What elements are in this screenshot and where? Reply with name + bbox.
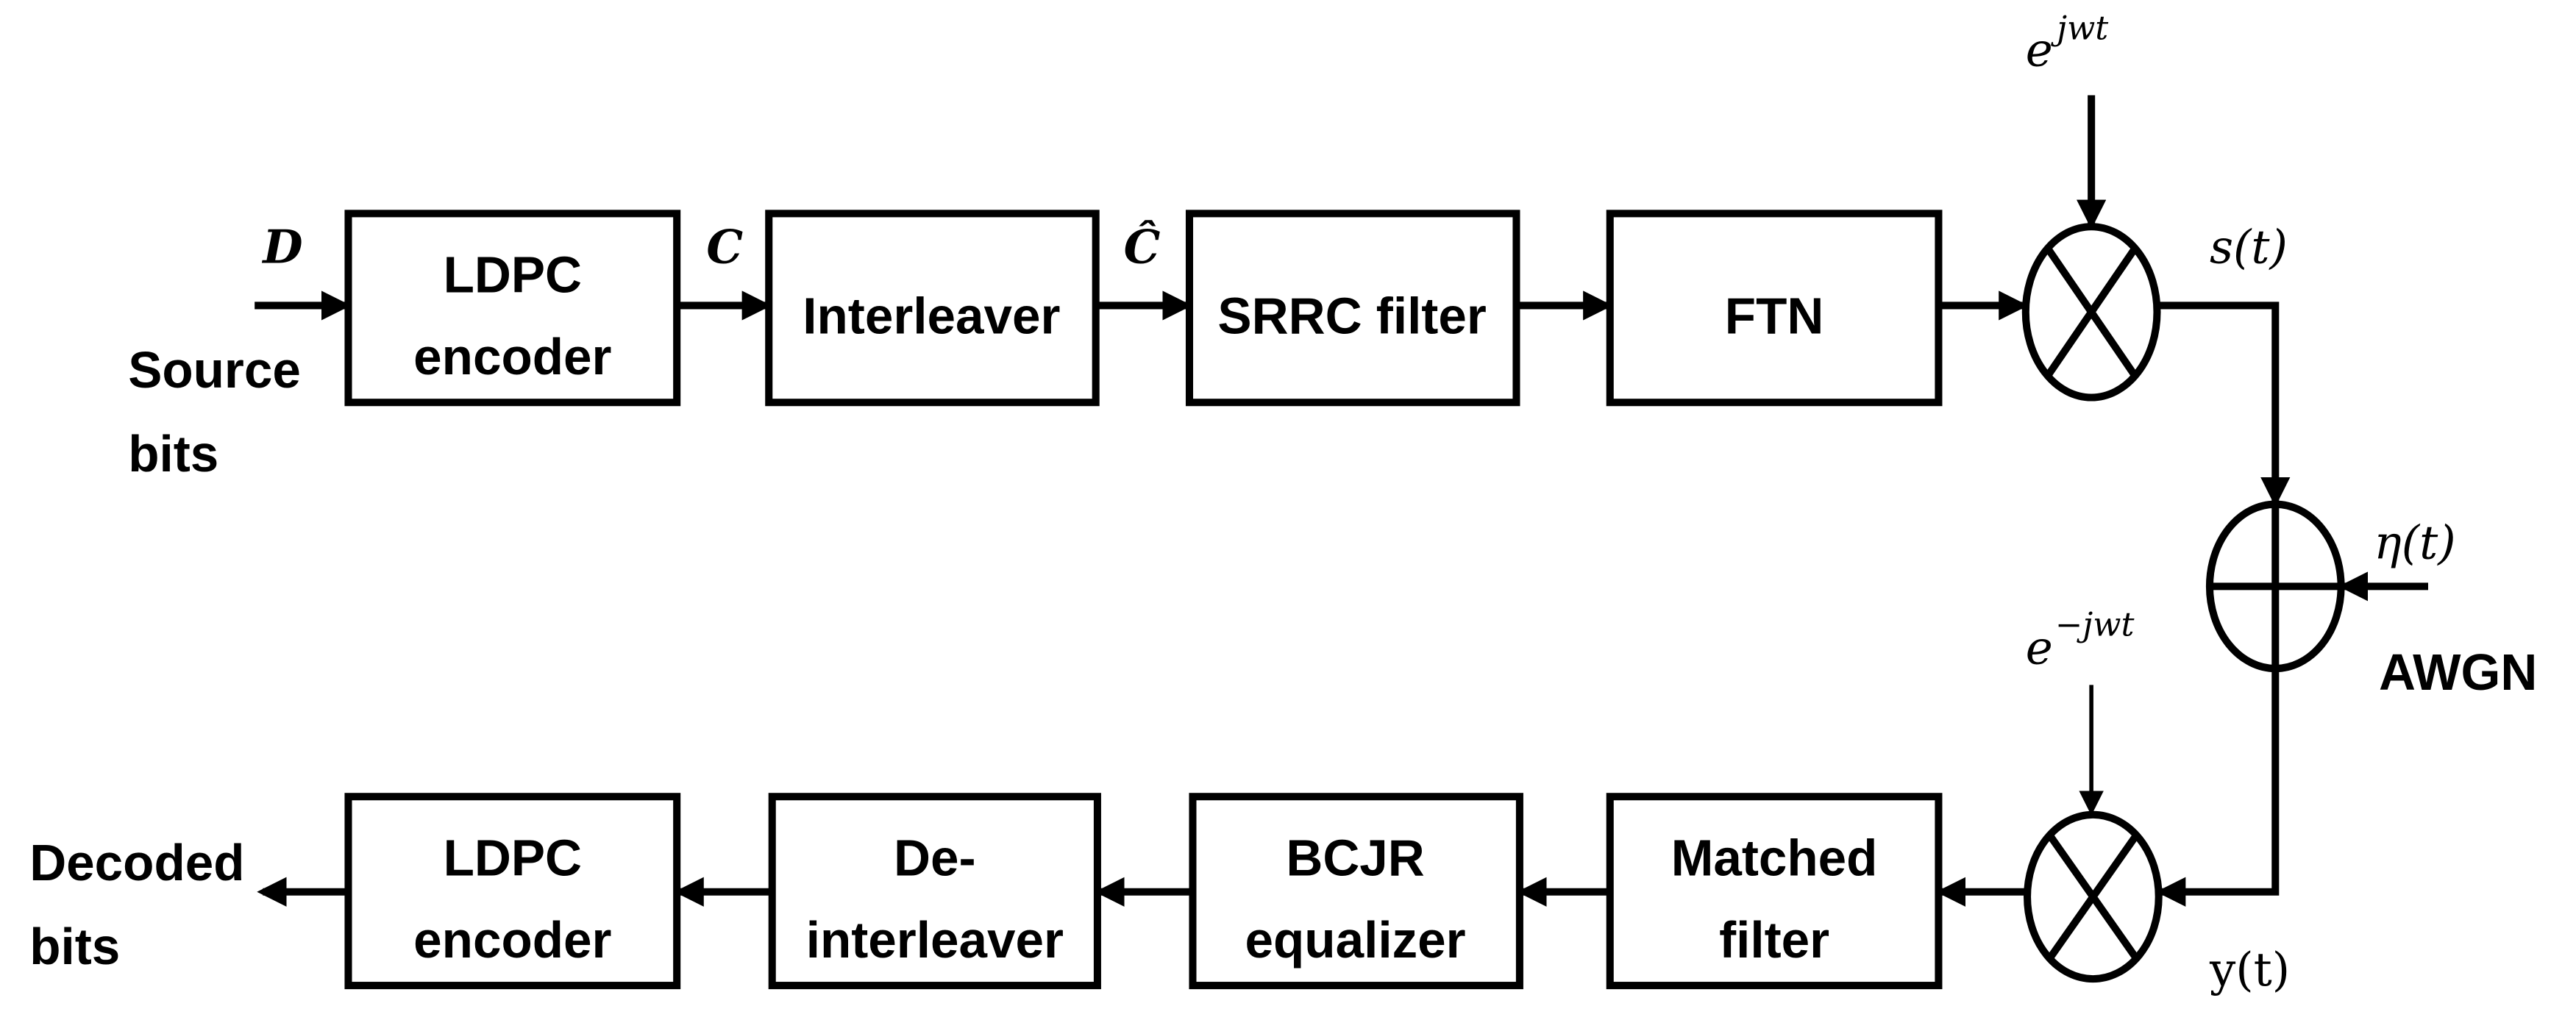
y-t-label: y(t) bbox=[2209, 943, 2290, 996]
ldpc-encoder-block: LDPC encoder bbox=[344, 210, 681, 407]
signal-arrows bbox=[255, 95, 2428, 907]
carrier-exponent: jwt bbox=[2050, 10, 2109, 48]
deinterleaver-block: De- interleaver bbox=[768, 793, 1101, 990]
eta-t-label: η(t) bbox=[2374, 516, 2455, 569]
block-label: De- bbox=[894, 829, 976, 886]
decoded-label: Decoded bbox=[29, 834, 244, 891]
d-label: D bbox=[261, 219, 302, 274]
ftn-block: FTN bbox=[1606, 210, 1943, 407]
source-label: bits bbox=[128, 425, 218, 482]
mixer-top-icon bbox=[2021, 223, 2161, 402]
block-label: FTN bbox=[1725, 287, 1824, 344]
bcjr-equalizer-block: BCJR equalizer bbox=[1189, 793, 1523, 990]
decoded-label: bits bbox=[29, 918, 120, 975]
carrier-base: e bbox=[2026, 621, 2053, 674]
block-label: LDPC bbox=[444, 829, 582, 886]
carrier-conj-label: e −jwt bbox=[2026, 605, 2135, 674]
c-hat-label: Ĉ bbox=[1124, 219, 1161, 274]
matched-filter-block: Matched filter bbox=[1606, 793, 1943, 990]
block-label: filter bbox=[1719, 911, 1829, 969]
block-label: Matched bbox=[1671, 829, 1878, 886]
srrc-filter-block: SRRC filter bbox=[1185, 210, 1520, 407]
carrier-base: e bbox=[2026, 23, 2053, 76]
source-label: Source bbox=[128, 341, 301, 399]
mixer-bottom-icon bbox=[2024, 810, 2163, 983]
block-label: SRRC filter bbox=[1217, 287, 1486, 344]
s-t-label: s(t) bbox=[2210, 220, 2288, 274]
ldpc-decoder-block: LDPC encoder bbox=[344, 793, 681, 990]
block-label: encoder bbox=[413, 328, 611, 385]
carrier-exponent: −jwt bbox=[2055, 605, 2135, 643]
interleaver-block: Interleaver bbox=[765, 210, 1100, 407]
block-label: BCJR bbox=[1286, 829, 1424, 886]
carrier-label: e jwt bbox=[2026, 10, 2110, 77]
block-label: Interleaver bbox=[803, 287, 1060, 344]
block-label: interleaver bbox=[806, 911, 1064, 969]
c-label: C bbox=[706, 219, 743, 274]
block-label: encoder bbox=[413, 911, 611, 969]
block-label: equalizer bbox=[1245, 911, 1466, 969]
block-label: LDPC bbox=[444, 246, 582, 304]
awgn-label: AWGN bbox=[2379, 643, 2537, 701]
adder-icon bbox=[2205, 500, 2345, 673]
